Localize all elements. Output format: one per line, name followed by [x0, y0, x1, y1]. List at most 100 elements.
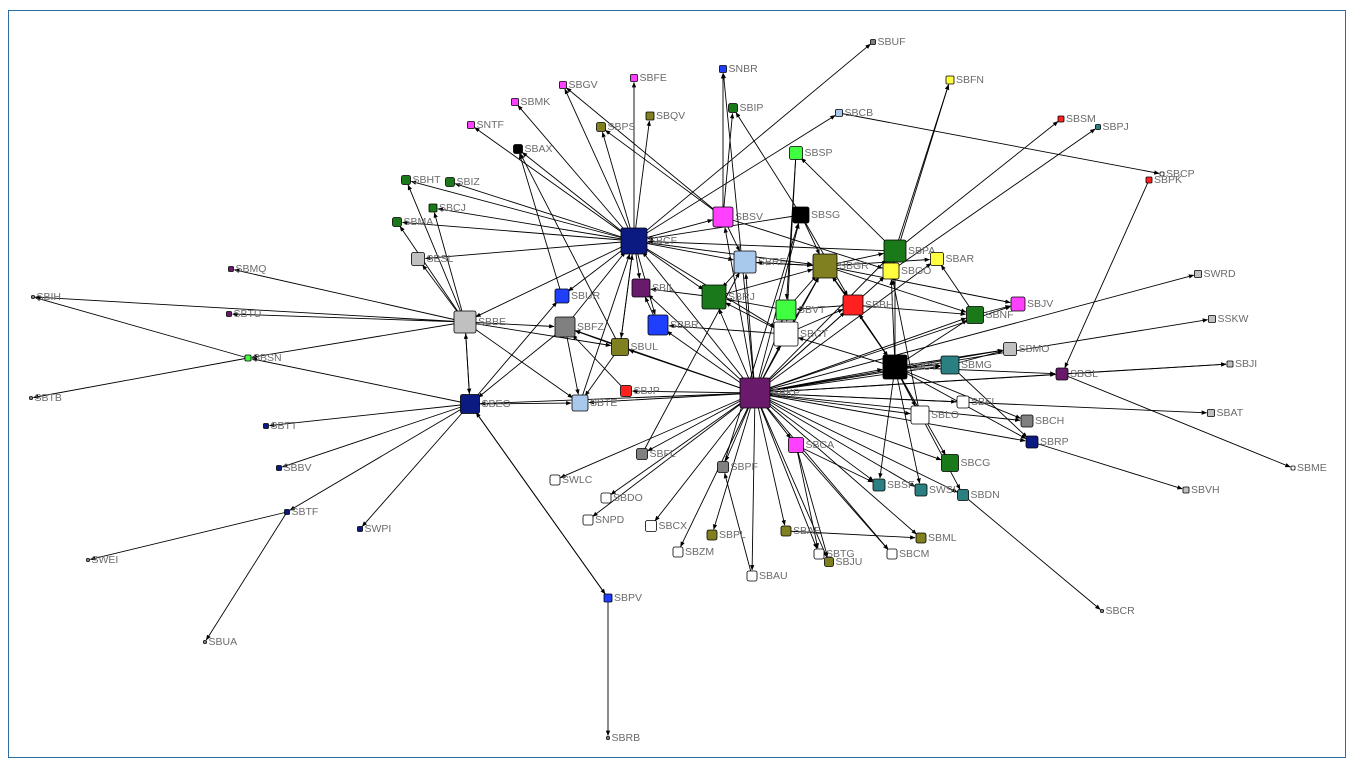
node-marker-sbbh[interactable] — [842, 294, 864, 316]
node-marker-sbfl[interactable] — [636, 448, 648, 460]
node-sbrf[interactable]: SBRF — [733, 250, 786, 274]
node-marker-sbae[interactable] — [780, 525, 792, 537]
node-marker-sbsn[interactable] — [244, 354, 252, 362]
node-marker-sbfe[interactable] — [630, 74, 638, 82]
node-marker-sbcr[interactable] — [1100, 609, 1104, 613]
node-marker-sbih[interactable] — [31, 295, 35, 299]
node-marker-sbgr[interactable] — [812, 253, 838, 279]
node-sntf[interactable]: SNTF — [467, 119, 504, 131]
node-swei[interactable]: SWEI — [86, 554, 119, 566]
node-sbml[interactable]: SBML — [915, 532, 957, 544]
node-marker-sbbv[interactable] — [276, 465, 282, 471]
node-sbat[interactable]: SBAT — [1207, 407, 1244, 419]
node-swlc[interactable]: SWLC — [549, 474, 593, 486]
node-sbar[interactable]: SBAR — [930, 252, 975, 266]
node-marker-sbzm[interactable] — [672, 546, 684, 558]
node-marker-sbgl[interactable] — [1055, 367, 1069, 381]
node-marker-sbps[interactable] — [596, 122, 606, 132]
node-sbeg[interactable]: SBEG — [460, 394, 511, 414]
node-sbch[interactable]: SBCH — [1020, 414, 1064, 428]
node-marker-sbul[interactable] — [611, 338, 629, 356]
node-marker-sbqv[interactable] — [645, 111, 655, 121]
node-sbsv[interactable]: SBSV — [712, 206, 763, 228]
node-sbpa[interactable]: SBPA — [883, 239, 935, 263]
node-marker-sbca[interactable] — [788, 437, 804, 453]
node-marker-swei[interactable] — [86, 558, 90, 562]
node-sbmg[interactable]: SBMG — [940, 355, 992, 375]
node-marker-sbat[interactable] — [1207, 409, 1215, 417]
node-marker-sbau[interactable] — [746, 570, 758, 582]
node-sbcr[interactable]: SBCR — [1100, 605, 1136, 617]
node-marker-sbkp[interactable] — [739, 377, 771, 409]
node-marker-sbte[interactable] — [571, 394, 589, 412]
node-sbcy[interactable]: SBCY — [882, 354, 938, 380]
node-sbji[interactable]: SBJI — [1226, 358, 1257, 370]
node-marker-sbsv[interactable] — [712, 206, 734, 228]
node-sbiz[interactable]: SBIZ — [445, 176, 481, 188]
node-marker-sbbe[interactable] — [453, 310, 477, 334]
node-marker-sbdn[interactable] — [957, 489, 969, 501]
node-sbps[interactable]: SBPS — [596, 121, 636, 133]
node-marker-sbpk[interactable] — [1145, 176, 1153, 184]
node-marker-sbpl[interactable] — [706, 529, 718, 541]
node-sbvt[interactable]: SBVT — [775, 299, 826, 321]
node-sbfi[interactable]: SBFI — [956, 395, 994, 409]
node-sbbe[interactable]: SBBE — [453, 310, 506, 334]
node-sbcg[interactable]: SBCG — [941, 454, 991, 472]
node-marker-sbsf[interactable] — [872, 478, 886, 492]
node-marker-sbcb[interactable] — [835, 109, 843, 117]
node-sbcf[interactable]: SBCF — [620, 227, 677, 255]
node-sbuf[interactable]: SBUF — [870, 36, 906, 48]
node-marker-sbcm[interactable] — [886, 548, 898, 560]
node-sbnf[interactable]: SBNF — [966, 306, 1014, 324]
node-marker-sbvh[interactable] — [1182, 486, 1190, 494]
node-sskw[interactable]: SSKW — [1208, 313, 1249, 325]
node-marker-sbma[interactable] — [392, 217, 402, 227]
node-sbjv[interactable]: SBJV — [1010, 296, 1053, 312]
node-marker-sbcp[interactable] — [1159, 171, 1165, 177]
node-swrd[interactable]: SWRD — [1194, 268, 1236, 280]
node-sbgo[interactable]: SBGO — [882, 262, 931, 280]
node-sbsm[interactable]: SBSM — [1057, 113, 1096, 125]
node-snpd[interactable]: SNPD — [582, 514, 625, 526]
node-sbma[interactable]: SBMA — [392, 216, 434, 228]
node-marker-swsi[interactable] — [914, 483, 928, 497]
node-marker-sbrf[interactable] — [733, 250, 757, 274]
node-sbbh[interactable]: SBBH — [842, 294, 894, 316]
node-marker-sbfn[interactable] — [945, 75, 955, 85]
node-marker-sbme[interactable] — [1290, 465, 1296, 471]
node-sbrp[interactable]: SBRP — [1025, 435, 1069, 449]
node-sbkp[interactable]: SBKP — [739, 377, 800, 409]
node-marker-sbua[interactable] — [203, 640, 207, 644]
node-marker-swlc[interactable] — [549, 474, 561, 486]
node-sbsg[interactable]: SBSG — [792, 206, 840, 224]
node-marker-sbtg[interactable] — [813, 548, 825, 560]
node-marker-sbpa[interactable] — [883, 239, 907, 263]
node-marker-sbil[interactable] — [631, 278, 651, 298]
node-sbcj[interactable]: SBCJ — [428, 202, 466, 214]
node-sbgl[interactable]: SBGL — [1055, 367, 1098, 381]
node-marker-sbtu[interactable] — [226, 311, 232, 317]
node-marker-sbuf[interactable] — [870, 39, 876, 45]
node-sbfl[interactable]: SBFL — [636, 448, 676, 460]
node-marker-sbmo[interactable] — [1003, 342, 1017, 356]
node-sbmk[interactable]: SBMK — [511, 96, 551, 108]
node-marker-sbtf[interactable] — [284, 509, 290, 515]
node-marker-sbgv[interactable] — [559, 81, 567, 89]
node-marker-sbsg[interactable] — [792, 206, 810, 224]
node-sbcb[interactable]: SBCB — [835, 107, 874, 119]
node-sbih[interactable]: SBIH — [31, 291, 62, 303]
node-marker-sbiz[interactable] — [445, 177, 455, 187]
node-marker-sntf[interactable] — [467, 121, 475, 129]
node-sbae[interactable]: SBAE — [780, 525, 821, 537]
node-marker-sbml[interactable] — [915, 532, 927, 544]
node-sbdo[interactable]: SBDO — [600, 492, 643, 504]
node-sbsn[interactable]: SBSN — [244, 352, 282, 364]
node-sbfe[interactable]: SBFE — [630, 72, 667, 84]
node-marker-sbeg[interactable] — [460, 394, 480, 414]
node-marker-sblo[interactable] — [910, 405, 930, 425]
node-sbte[interactable]: SBTE — [571, 394, 617, 412]
node-sbvh[interactable]: SBVH — [1182, 484, 1220, 496]
node-marker-sbfi[interactable] — [956, 395, 970, 409]
node-marker-sbrp[interactable] — [1025, 435, 1039, 449]
